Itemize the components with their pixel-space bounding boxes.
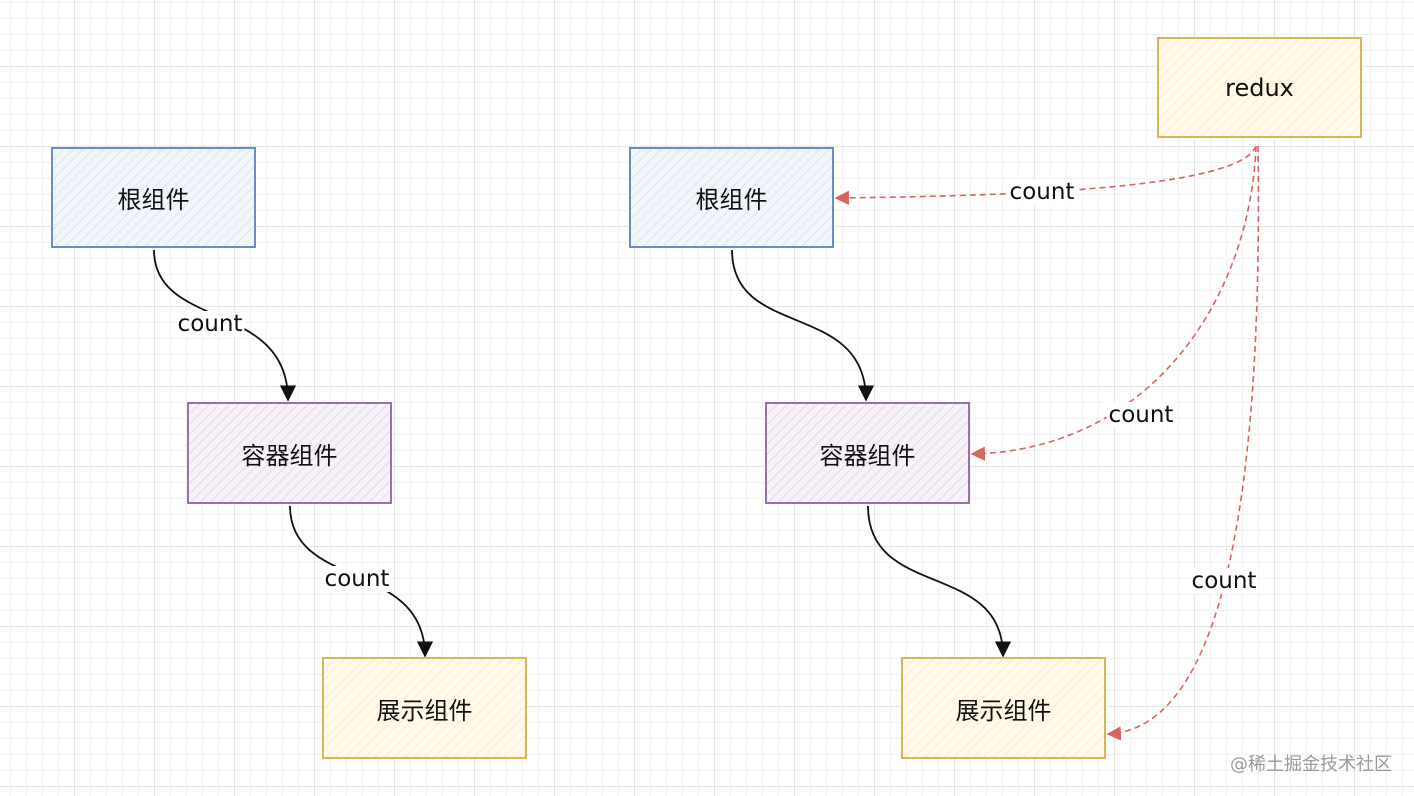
redux-edge-to-root bbox=[834, 145, 1257, 206]
right-container-label: 容器组件 bbox=[819, 441, 916, 470]
left-edge-label-container-display: count bbox=[322, 566, 392, 592]
redux-store-node: redux bbox=[1157, 37, 1362, 138]
left-container-label: 容器组件 bbox=[241, 441, 338, 470]
right-edge-root-to-container bbox=[731, 249, 875, 402]
redux-edge-label-display: count bbox=[1189, 568, 1259, 594]
redux-edge-label-root: count bbox=[1007, 179, 1077, 205]
watermark-text: @稀土掘金技术社区 bbox=[1230, 754, 1392, 775]
left-container-component-node: 容器组件 bbox=[187, 402, 392, 504]
redux-edge-to-display bbox=[1106, 145, 1260, 741]
redux-edge-label-container: count bbox=[1106, 402, 1176, 428]
right-root-label: 根组件 bbox=[695, 186, 768, 214]
right-root-component-node: 根组件 bbox=[629, 147, 834, 248]
right-container-component-node: 容器组件 bbox=[765, 402, 970, 504]
redux-label: redux bbox=[1225, 73, 1294, 102]
left-display-label: 展示组件 bbox=[376, 696, 473, 725]
redux-edge-to-container bbox=[970, 145, 1257, 461]
right-display-label: 展示组件 bbox=[955, 696, 1052, 725]
left-root-component-node: 根组件 bbox=[51, 147, 256, 248]
left-display-component-node: 展示组件 bbox=[322, 657, 527, 759]
right-edge-container-to-display bbox=[867, 505, 1012, 658]
right-display-component-node: 展示组件 bbox=[901, 657, 1106, 759]
left-root-label: 根组件 bbox=[117, 186, 190, 214]
left-edge-label-root-container: count bbox=[175, 311, 245, 337]
